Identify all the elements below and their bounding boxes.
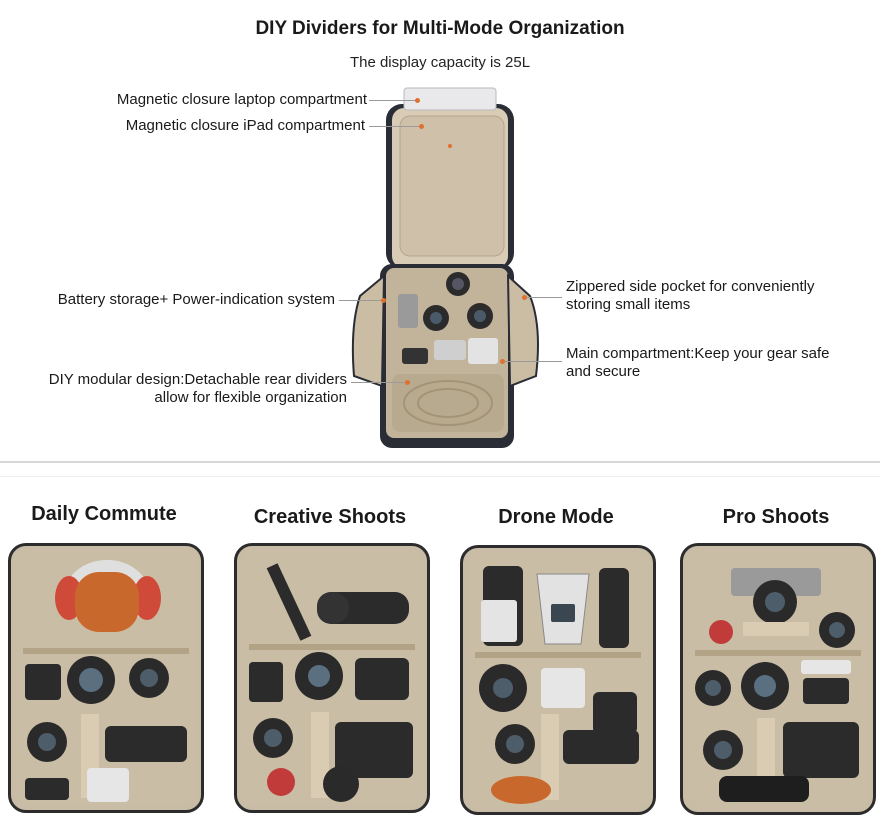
battery-callout-dot xyxy=(381,298,386,303)
section-divider-light xyxy=(0,476,880,477)
mode-title-creative-shoots: Creative Shoots xyxy=(253,506,407,528)
mode-title-pro-shoots: Pro Shoots xyxy=(722,506,830,528)
ipad-compartment-callout: Magnetic closure iPad compartment xyxy=(125,117,365,134)
pro-shoots-gear-illustration xyxy=(687,550,869,808)
mode-title-drone-mode: Drone Mode xyxy=(498,506,614,528)
daily-commute-layout-photo xyxy=(8,543,204,813)
laptop-leader-line xyxy=(369,100,417,101)
ipad-callout-dot xyxy=(419,124,424,129)
backpack-illustration xyxy=(351,87,539,448)
creative-shoots-layout-photo xyxy=(234,543,430,813)
daily-commute-gear-illustration xyxy=(15,550,197,806)
capacity-subtitle: The display capacity is 25L xyxy=(349,54,531,71)
main-compartment-leader-line xyxy=(505,361,562,362)
ipad-leader-line xyxy=(369,126,421,127)
creative-shoots-gear-illustration xyxy=(241,550,423,806)
main-compartment-callout-dot xyxy=(500,359,505,364)
side-pocket-callout-dot xyxy=(522,295,527,300)
side-callout-line-2: storing small items xyxy=(566,296,691,313)
diy-callout-dot xyxy=(405,380,410,385)
side-pocket-leader-line xyxy=(527,297,562,298)
side-callout-line-1: Zippered side pocket for conveniently xyxy=(566,278,815,295)
diy-leader-line xyxy=(351,382,407,383)
battery-leader-line xyxy=(339,300,383,301)
page-title: DIY Dividers for Multi-Mode Organization xyxy=(255,18,625,39)
laptop-callout-dot xyxy=(415,98,420,103)
laptop-compartment-callout: Magnetic closure laptop compartment xyxy=(116,91,367,108)
diy-callout-line-1: DIY modular design:Detachable rear divid… xyxy=(48,371,347,388)
battery-storage-callout: Battery storage+ Power-indication system xyxy=(57,291,335,308)
main-callout-line-2: and secure xyxy=(566,363,641,380)
diy-modular-callout: DIY modular design:Detachable rear divid… xyxy=(10,371,347,407)
drone-mode-layout-photo xyxy=(460,545,656,815)
drone-mode-gear-illustration xyxy=(467,552,649,808)
mode-title-daily-commute: Daily Commute xyxy=(31,503,177,525)
pro-shoots-layout-photo xyxy=(680,543,876,815)
section-divider xyxy=(0,461,880,463)
backpack-photo xyxy=(340,86,550,452)
main-compartment-callout: Main compartment:Keep your gear safe and… xyxy=(566,345,829,381)
side-pocket-callout: Zippered side pocket for conveniently st… xyxy=(566,278,814,314)
diy-callout-line-2: allow for flexible organization xyxy=(154,389,347,406)
main-callout-line-1: Main compartment:Keep your gear safe xyxy=(566,345,830,362)
